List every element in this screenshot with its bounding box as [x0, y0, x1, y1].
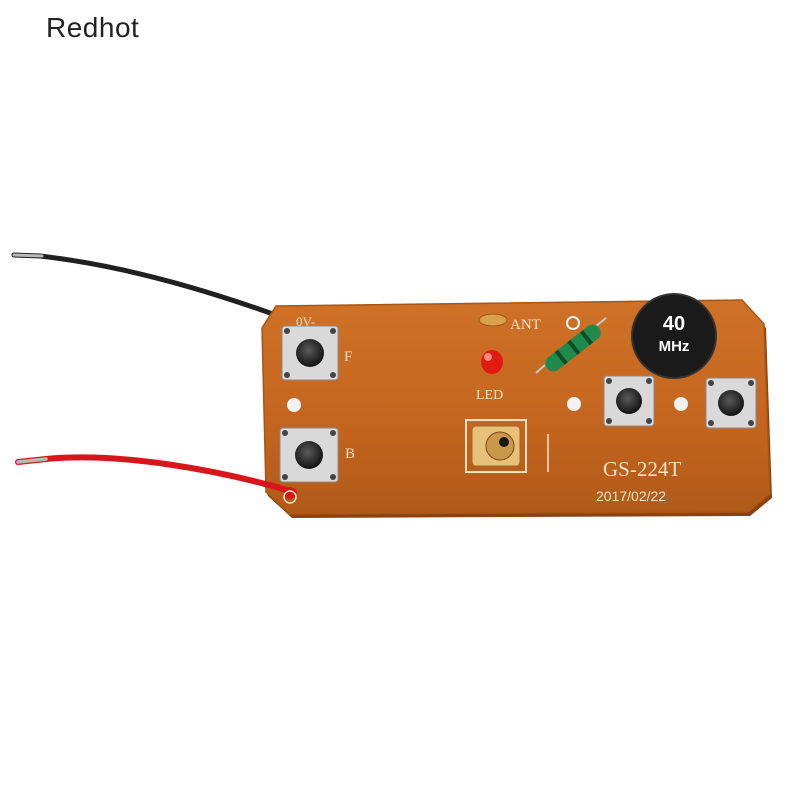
- button-right: [705, 377, 757, 429]
- crystal-unit: MHz: [659, 338, 690, 355]
- red-wire: [15, 454, 297, 495]
- power-label: 0V-: [296, 314, 315, 329]
- crystal-oscillator: [631, 293, 717, 379]
- backward-label: B: [345, 446, 355, 462]
- antenna-pad: [478, 313, 508, 327]
- trimmer-potentiometer: [465, 419, 527, 473]
- led-component: [481, 350, 503, 374]
- date-label: 2017/02/22: [596, 488, 666, 504]
- model-label: GS-224T: [603, 457, 681, 481]
- button-backward: [279, 427, 339, 483]
- button-forward: [281, 325, 339, 381]
- forward-label: F: [344, 349, 352, 365]
- led-label: LED: [476, 388, 503, 403]
- inductor-component: [535, 317, 607, 374]
- button-left: [603, 375, 655, 427]
- black-wire: [11, 252, 303, 327]
- crystal-value: 40: [663, 313, 685, 335]
- antenna-label: ANT: [510, 317, 541, 333]
- brand-logo-text: Redhot: [46, 12, 140, 43]
